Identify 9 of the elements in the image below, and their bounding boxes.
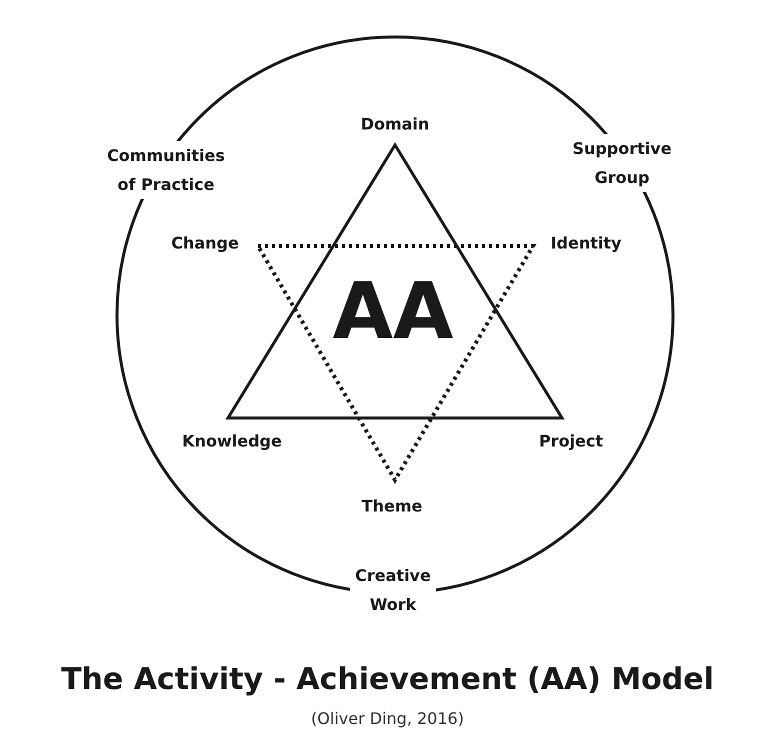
vertex-label: Project xyxy=(538,430,604,452)
diagram-title: The Activity - Achievement (AA) Model xyxy=(60,662,715,697)
model-acronym: AA xyxy=(332,273,454,351)
vertex-label: Theme xyxy=(360,496,424,518)
vertex-label: Change xyxy=(170,232,240,254)
vertex-label: Identity xyxy=(550,232,622,254)
vertex-label: Domain xyxy=(360,114,430,136)
caption: (Oliver Ding, 2016) xyxy=(310,709,465,728)
vertex-label: Knowledge xyxy=(181,430,283,452)
